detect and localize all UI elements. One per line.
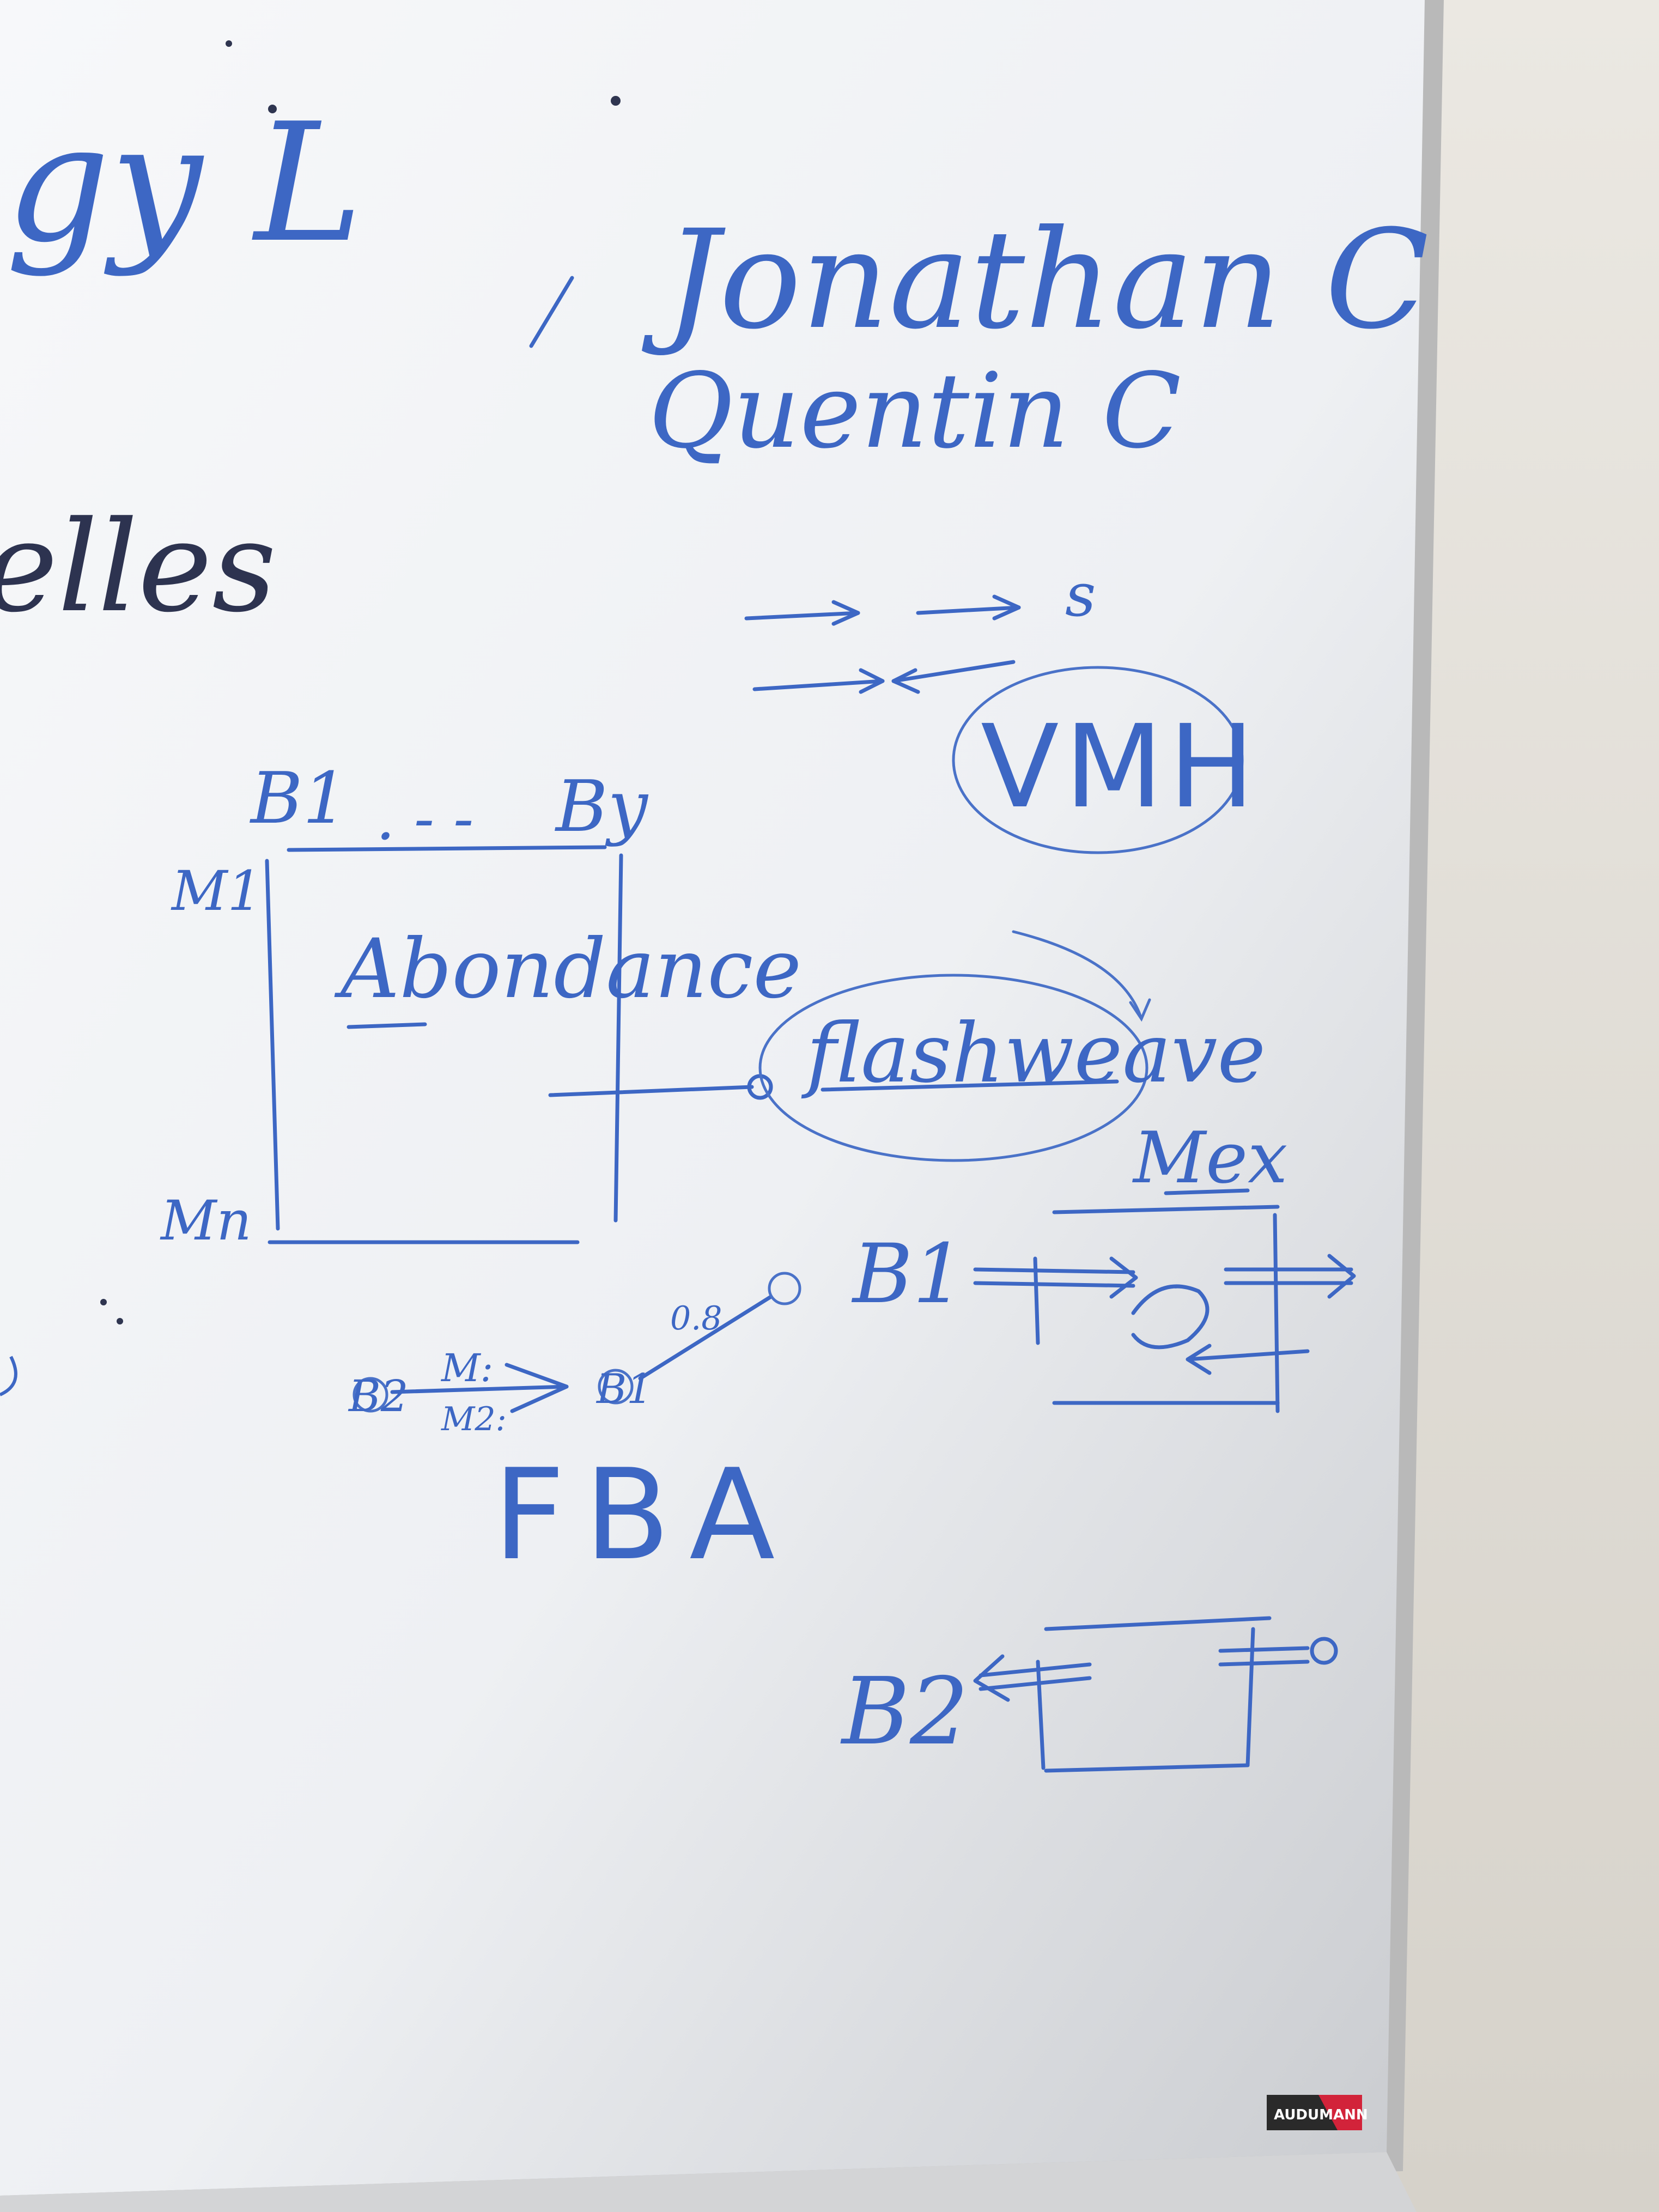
model-box bbox=[973, 1205, 1356, 1413]
network-node-left bbox=[353, 1377, 388, 1413]
network-edge-bottom: M2: bbox=[441, 1400, 507, 1438]
board-surface bbox=[0, 0, 1425, 2196]
vmh-circle bbox=[952, 666, 1244, 854]
matrix-left-line bbox=[265, 859, 280, 1231]
brand-badge: AUDUMANN bbox=[1267, 2095, 1368, 2130]
network-node-right bbox=[598, 1369, 634, 1405]
matrix-center-label: Abondance bbox=[334, 922, 801, 1017]
matrix-row-last: Mn bbox=[160, 1189, 252, 1253]
name-left-fragment: gy L bbox=[5, 88, 363, 278]
model-b2-label: B2 bbox=[840, 1658, 969, 1766]
network-edge-top: M: bbox=[440, 1346, 493, 1390]
fba-label: FBA bbox=[493, 1443, 794, 1588]
network-weight: 0.8 bbox=[670, 1299, 722, 1338]
name-right-2: Quentin C bbox=[648, 351, 1181, 471]
s-label: s bbox=[1065, 560, 1096, 630]
network-node-left-label: B2 bbox=[348, 1371, 409, 1421]
network-diagram: B2 M: M2: B1 0.8 bbox=[348, 1272, 801, 1438]
matrix-col-last: By bbox=[555, 765, 649, 848]
network-node-right-label: B1 bbox=[595, 1365, 653, 1413]
board-tray bbox=[0, 2152, 1417, 2212]
matrix-row-first: M1 bbox=[171, 859, 262, 923]
matrix-top-line bbox=[287, 845, 607, 852]
model-title: Mex bbox=[1132, 1116, 1287, 1199]
name-right-1: Jonathan C bbox=[642, 200, 1429, 359]
model-b1-label: B1 bbox=[851, 1227, 965, 1322]
matrix-to-flashweave-edge bbox=[548, 1085, 754, 1097]
flashweave-circle bbox=[758, 974, 1148, 1162]
b2-box bbox=[973, 1616, 1338, 1773]
brand-badge-text: AUDUMANN bbox=[1274, 2107, 1368, 2123]
word-fragment: elles bbox=[0, 495, 276, 640]
matrix-right-line bbox=[613, 853, 623, 1223]
arrow-row-2 bbox=[752, 660, 1016, 694]
matrix-col-first: B1 bbox=[250, 757, 348, 840]
comma-slash bbox=[529, 276, 574, 348]
arrow-row-1 bbox=[744, 594, 1021, 626]
matrix: B1 . - - By M1 Mn Abondance bbox=[160, 757, 801, 1253]
vmh-label: VMH bbox=[981, 700, 1260, 834]
matrix-col-dots: . - - bbox=[376, 783, 473, 853]
